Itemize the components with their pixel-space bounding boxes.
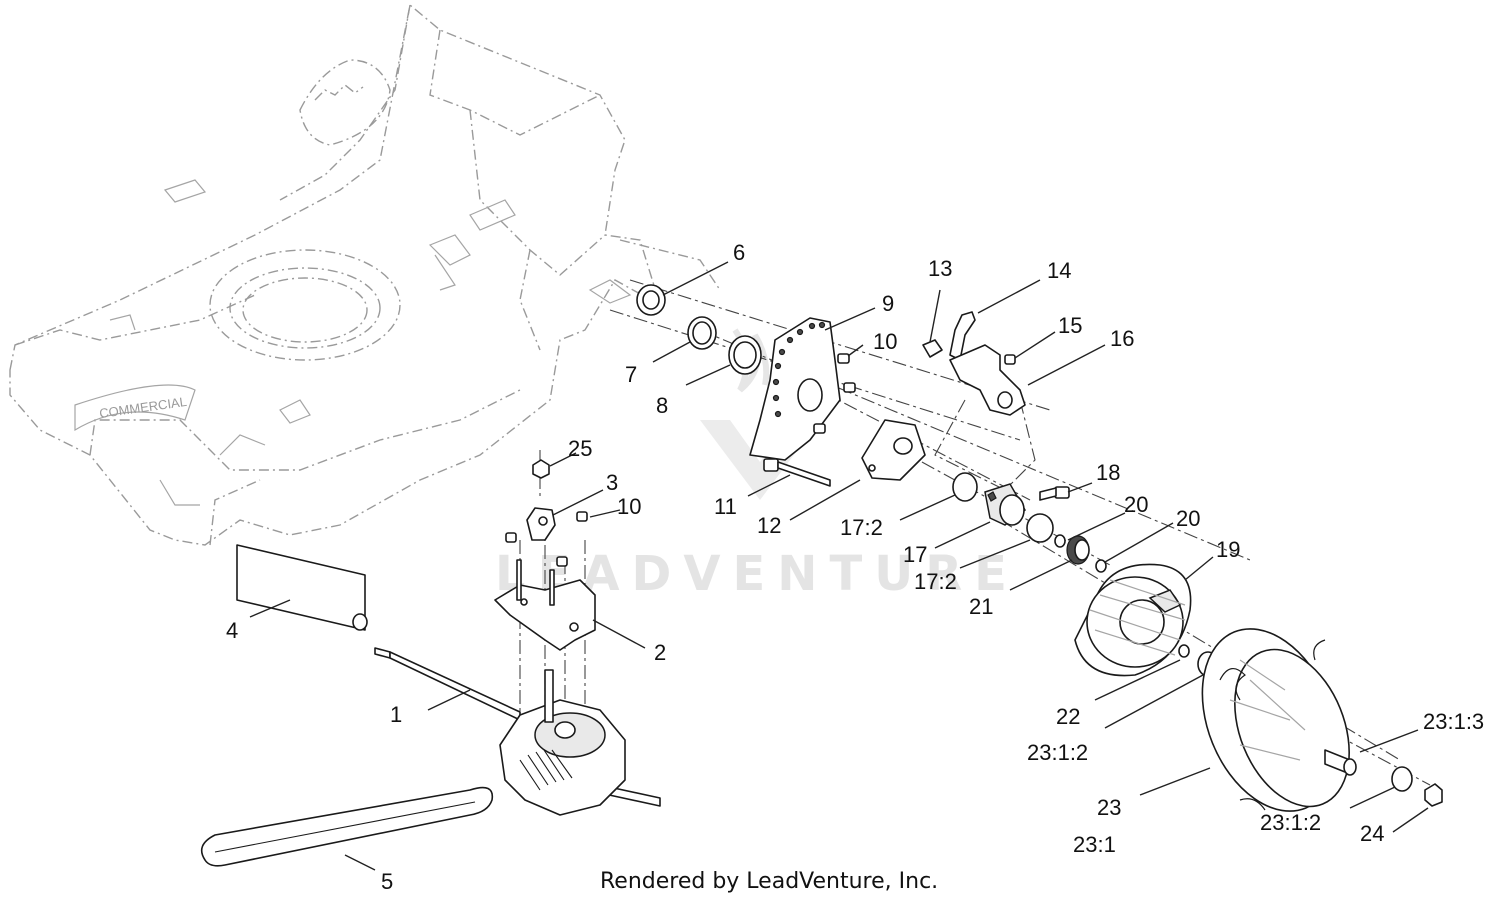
callout-10-upper: 10: [873, 329, 897, 354]
bolt-part-18: [1039, 486, 1070, 501]
callout-8: 8: [656, 393, 668, 418]
spacer-part-23-1-2-b: [1391, 766, 1413, 792]
spacer-part-17-2-a: [952, 472, 978, 502]
cup-part-17: [984, 483, 1026, 526]
callout-24: 24: [1360, 821, 1384, 846]
callout-13: 13: [928, 256, 952, 281]
callout-25: 25: [568, 436, 592, 461]
belt-part-5: [200, 786, 494, 867]
nut-part-24: [1424, 783, 1443, 807]
washer-part-7: [687, 316, 717, 350]
callout-23-1-3: 23:1:3: [1423, 709, 1484, 734]
clip-part-13: [922, 339, 943, 358]
transmission-assembly: [499, 669, 626, 816]
callout-10-lower: 10: [617, 494, 641, 519]
callout-17: 17: [903, 542, 927, 567]
screw-part-15: [1004, 354, 1016, 365]
bracket-part-2: [494, 559, 596, 651]
callout-2: 2: [654, 640, 666, 665]
callout-6: 6: [733, 240, 745, 265]
callout-17-2-b: 17:2: [914, 569, 957, 594]
callout-22: 22: [1056, 704, 1080, 729]
callout-3: 3: [606, 470, 618, 495]
cam-part-3: [526, 507, 556, 541]
callout-1: 1: [390, 702, 402, 727]
screw-part-10-lower: [505, 511, 588, 567]
callout-11: 11: [714, 494, 737, 519]
callout-23: 23: [1097, 795, 1121, 820]
callout-23-1-2-a: 23:1:2: [1027, 740, 1088, 765]
callout-19: 19: [1216, 537, 1240, 562]
pivot-arm-part-12: [861, 419, 926, 481]
mower-deck-ghost: COMMERCIAL: [9, 3, 721, 546]
washer-part-22: [1178, 644, 1190, 658]
washer-part-20-b: [1095, 559, 1107, 573]
bolt-part-11: [763, 458, 831, 487]
callout-14: 14: [1047, 258, 1071, 283]
callout-12: 12: [757, 513, 781, 538]
callout-4: 4: [226, 618, 238, 643]
callout-labels: 6 7 8 9 10 11 12 13 14 15 16 17:2 17 17:…: [226, 240, 1484, 894]
callout-15: 15: [1058, 313, 1082, 338]
cover-part-4: [236, 544, 368, 631]
callout-21: 21: [969, 594, 993, 619]
bushing-part-6: [636, 284, 666, 316]
washer-part-20-a: [1054, 534, 1066, 548]
height-plate-part-9: [749, 317, 841, 461]
leader-lines: [249, 261, 1429, 871]
callout-18: 18: [1096, 460, 1120, 485]
callout-9: 9: [882, 291, 894, 316]
callout-23-1: 23:1: [1073, 832, 1116, 857]
drive-gear-part-19: [1074, 563, 1192, 677]
nut-part-25: [532, 459, 550, 479]
callout-20-b: 20: [1176, 506, 1200, 531]
axle-part-23-1-3: [1324, 749, 1357, 776]
bearing-part-8: [728, 335, 762, 375]
callout-23-1-2-b: 23:1:2: [1260, 810, 1321, 835]
callout-16: 16: [1110, 326, 1134, 351]
callout-5: 5: [381, 869, 393, 894]
gear-part-21: [1066, 535, 1090, 565]
callout-7: 7: [625, 362, 637, 387]
footer-credit: Rendered by LeadVenture, Inc.: [600, 869, 938, 894]
callout-20-a: 20: [1124, 492, 1148, 517]
bracket-part-16: [949, 344, 1026, 416]
spacer-part-17-2-b: [1026, 513, 1054, 543]
wheel-part-23: [1201, 628, 1350, 812]
callout-17-2-a: 17:2: [840, 515, 883, 540]
nut-part-10-upper: [813, 353, 856, 434]
